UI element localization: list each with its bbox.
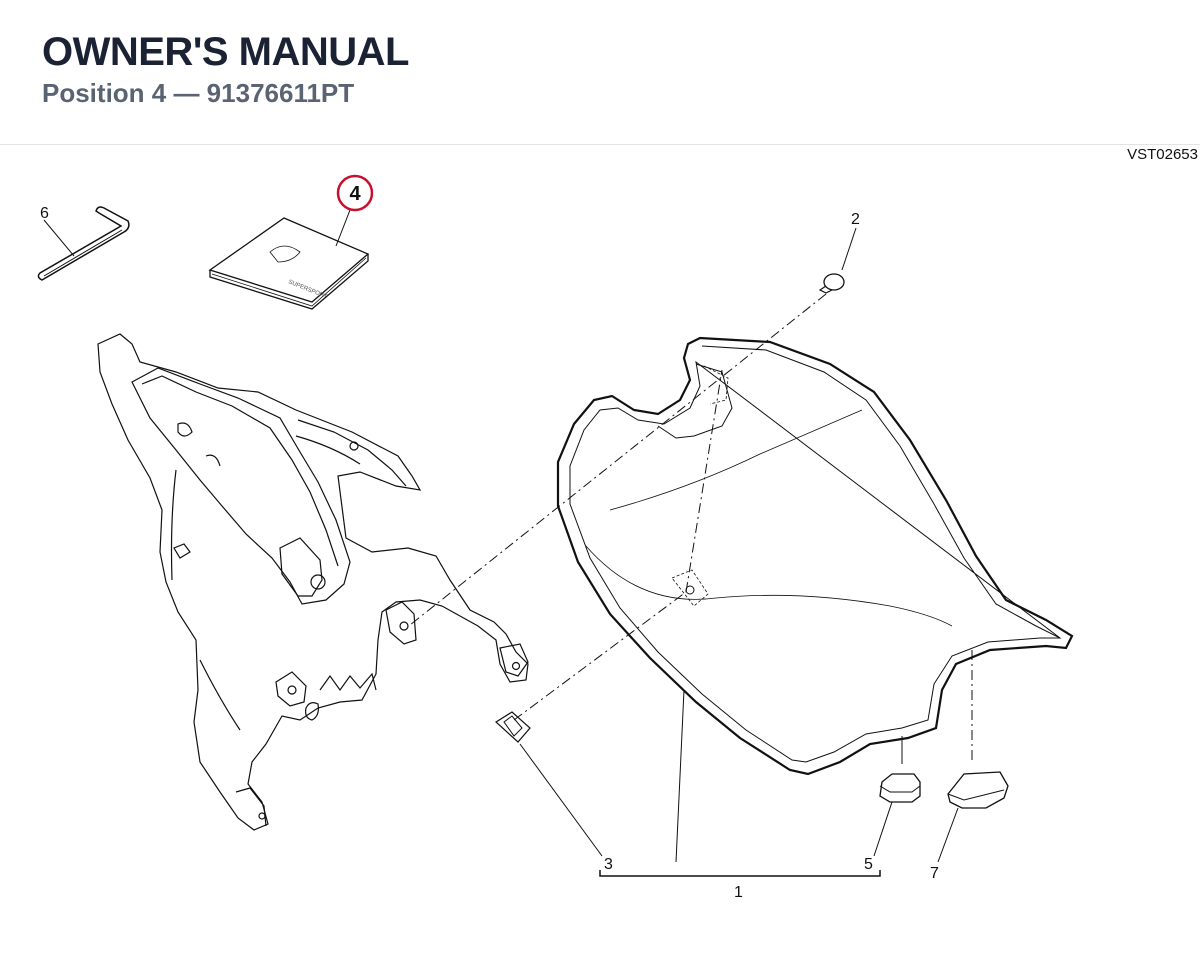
- exploded-parts-diagram: 6 SUPERSPORT 4 2: [37, 174, 1074, 901]
- callout-3: 3: [604, 856, 613, 873]
- callout-2: 2: [851, 211, 860, 228]
- page-header: OWNER'S MANUAL Position 4 — 91376611PT: [0, 0, 1200, 145]
- callout-1: 1: [734, 884, 743, 901]
- rubber-pad-7-part: 7: [930, 771, 1009, 882]
- callout-5: 5: [864, 856, 873, 873]
- callout-4-highlight-ring: [336, 174, 374, 212]
- callout-6: 6: [40, 205, 49, 222]
- callout-1-bracket: 1: [599, 870, 881, 901]
- owners-manual-part: SUPERSPORT 4: [208, 174, 374, 310]
- page-subtitle: Position 4 — 91376611PT: [42, 78, 355, 108]
- page-title: OWNER'S MANUAL: [42, 30, 409, 74]
- rubber-pad-5-part: 5: [864, 773, 921, 873]
- hex-key-part: 6: [37, 205, 130, 281]
- callout-7: 7: [930, 865, 939, 882]
- seat-part: [556, 336, 1074, 863]
- subframe-part: [97, 333, 529, 831]
- manual-cover-text: SUPERSPORT: [287, 279, 328, 300]
- diagram-code: VST02653: [1127, 146, 1198, 163]
- callout-4: 4: [349, 183, 361, 205]
- grommet-part: 3: [495, 369, 723, 873]
